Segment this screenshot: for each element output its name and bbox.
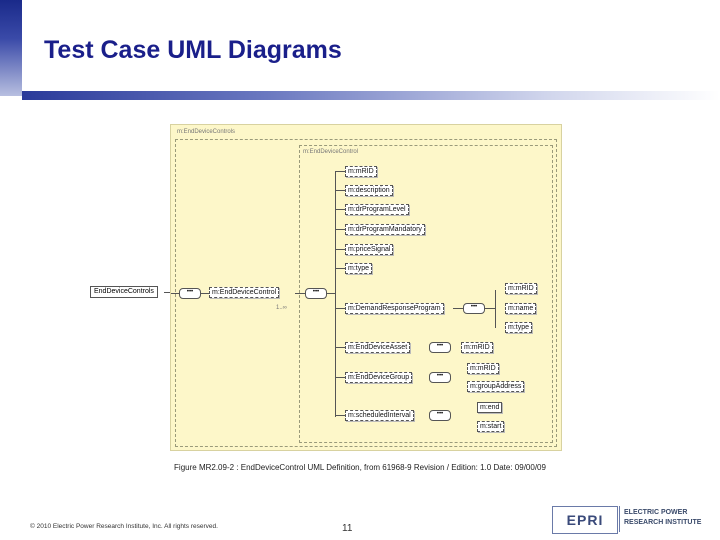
- connector-spine: [495, 290, 496, 328]
- side-accent-bar: [0, 0, 22, 96]
- asset-mrid: m:mRID: [461, 342, 493, 353]
- logo-divider: [619, 506, 620, 532]
- connector-line: [335, 415, 345, 416]
- inner-type-label: m:EndDeviceControl: [303, 149, 359, 155]
- logo-line-2: RESEARCH INSTITUTE: [624, 519, 702, 526]
- child-type: m:type: [345, 263, 373, 274]
- connector-spine: [335, 171, 336, 417]
- logo-line-1: ELECTRIC POWER: [624, 509, 688, 516]
- sequence-compositor: •••: [429, 410, 451, 421]
- inner-type-frame: [299, 145, 553, 443]
- title-rule: [22, 91, 720, 100]
- drp-mrid: m:mRID: [505, 283, 537, 294]
- logo-mark: EPRI: [552, 506, 618, 534]
- group-address: m:groupAddress: [467, 381, 525, 392]
- child-price-signal: m:priceSignal: [345, 244, 394, 255]
- connector-line: [453, 308, 463, 309]
- sequence-compositor: •••: [429, 372, 451, 383]
- child-scheduled-interval: m:scheduledInterval: [345, 410, 414, 421]
- connector-line: [335, 209, 345, 210]
- sequence-compositor: •••: [429, 342, 451, 353]
- connector-line: [485, 308, 495, 309]
- connector-line: [171, 293, 179, 294]
- connector-line: [164, 292, 170, 293]
- uml-diagram: m:EndDeviceControls m:EndDeviceControl •…: [170, 124, 562, 451]
- child-end-device-group: m:EndDeviceGroup: [345, 372, 413, 383]
- group-mrid: m:mRID: [467, 363, 499, 374]
- interval-start: m:start: [477, 421, 505, 432]
- connector-line: [335, 171, 345, 172]
- child-mrid: m:mRID: [345, 166, 377, 177]
- slide-title: Test Case UML Diagrams: [44, 36, 342, 64]
- end-device-control-element: m:EndDeviceControl: [209, 287, 280, 298]
- interval-end: m:end: [477, 402, 503, 413]
- root-element-end-device-controls: EndDeviceControls: [90, 286, 158, 298]
- connector-line: [335, 190, 345, 191]
- connector-line: [335, 249, 345, 250]
- connector-line: [335, 377, 345, 378]
- sequence-compositor: •••: [305, 288, 327, 299]
- sequence-compositor: •••: [179, 288, 201, 299]
- child-dr-program-level: m:drProgramLevel: [345, 204, 409, 215]
- connector-line: [335, 308, 345, 309]
- connector-line: [335, 268, 345, 269]
- child-dr-program-mandatory: m:drProgramMandatory: [345, 224, 425, 235]
- connector-line: [335, 229, 345, 230]
- connector-line: [325, 293, 335, 294]
- sequence-compositor: •••: [463, 303, 485, 314]
- multiplicity-label: 1..∞: [276, 305, 287, 311]
- figure-caption: Figure MR2.09-2 : EndDeviceControl UML D…: [174, 463, 546, 472]
- drp-type: m:type: [505, 322, 533, 333]
- connector-line: [199, 293, 209, 294]
- page-number: 11: [342, 523, 353, 534]
- copyright-footer: © 2010 Electric Power Research Institute…: [30, 523, 218, 530]
- drp-name: m:name: [505, 303, 537, 314]
- connector-line: [295, 293, 305, 294]
- child-description: m:description: [345, 185, 393, 196]
- child-end-device-asset: m:EndDeviceAsset: [345, 342, 411, 353]
- child-demand-response-program: m:DemandResponseProgram: [345, 303, 444, 314]
- epri-logo: EPRI ELECTRIC POWER RESEARCH INSTITUTE: [552, 506, 702, 534]
- logo-text: ELECTRIC POWER RESEARCH INSTITUTE: [624, 508, 701, 528]
- connector-line: [335, 347, 345, 348]
- outer-type-label: m:EndDeviceControls: [177, 129, 236, 135]
